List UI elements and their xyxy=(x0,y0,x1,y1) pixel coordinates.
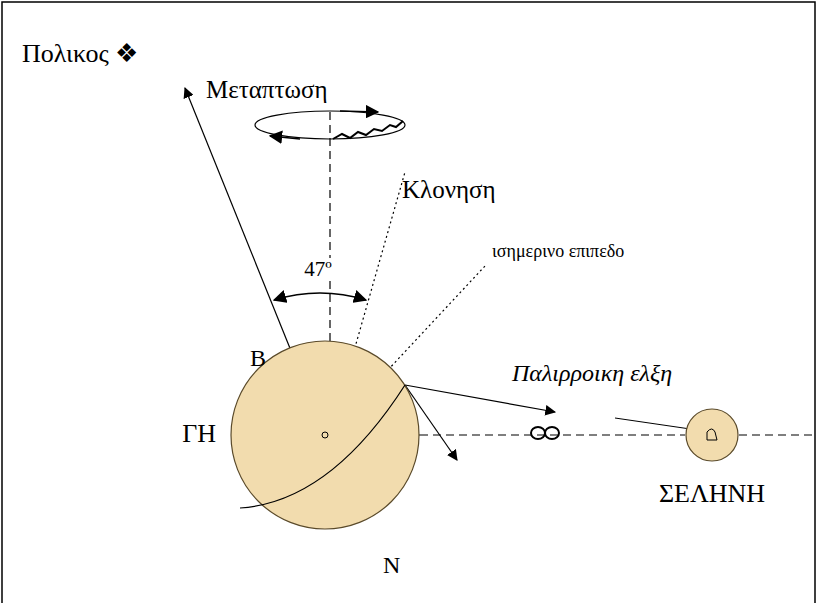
moon-name: ΣΕΛΗΝΗ xyxy=(659,480,765,509)
earth-name: ΓΗ xyxy=(182,420,216,449)
hand-symbol xyxy=(707,429,717,440)
equator-curve xyxy=(240,385,405,508)
south-label: Ν xyxy=(383,552,400,578)
nutation-label: Κλονηση xyxy=(402,176,496,204)
plane-label: ισημερινο επιπεδο xyxy=(492,242,624,262)
precession-label: Μεταπτωση xyxy=(206,76,328,104)
moon-circle-shape xyxy=(685,408,739,462)
precession-arrow xyxy=(340,111,378,112)
loop-symbol xyxy=(531,427,559,439)
moon-circle xyxy=(686,409,738,461)
earth-circle xyxy=(231,341,419,529)
precession-arrow xyxy=(270,136,300,139)
earth-moon-line xyxy=(420,434,685,435)
tidal-label: Παλιρροικη ελξη xyxy=(512,360,672,386)
north-label: Β xyxy=(250,345,266,371)
center-mark xyxy=(322,432,328,438)
star-label: Πολικος ❖ xyxy=(22,40,138,69)
angle-arc xyxy=(274,293,366,300)
angle-label: 47º xyxy=(302,258,334,281)
moon-circle: ΣΕΛΗΝΗ xyxy=(685,408,739,462)
nutation-wave xyxy=(333,121,403,139)
tidal-arrow xyxy=(405,385,555,412)
